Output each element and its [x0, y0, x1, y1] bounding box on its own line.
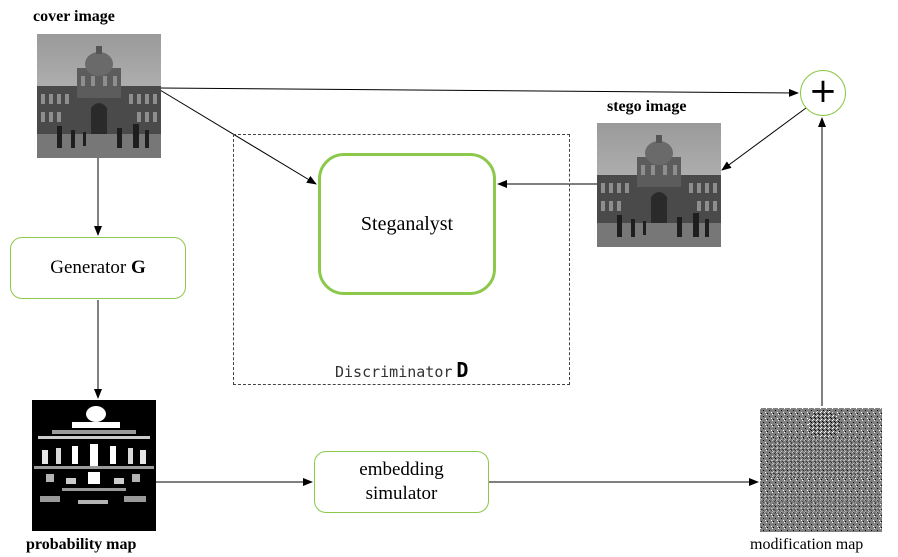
stego-image-label: stego image — [607, 98, 687, 115]
embedding-line1: embedding — [359, 459, 444, 481]
modification-map-image — [760, 408, 882, 532]
embedding-line2: simulator — [365, 483, 438, 504]
discriminator-symbol: D — [456, 358, 469, 382]
embedding-simulator-box: embedding simulator — [314, 451, 489, 513]
cover-image — [37, 34, 161, 158]
generator-label: Generator — [50, 257, 127, 278]
probability-map-image — [32, 400, 156, 531]
generator-box: Generator G — [10, 237, 186, 299]
arrow-cover-to-adder — [159, 87, 799, 97]
discriminator-text: Discriminator — [335, 363, 453, 381]
adder-plus-icon: + — [800, 70, 846, 116]
cover-image-label: cover image — [33, 8, 115, 25]
modification-map-label: modification map — [750, 536, 864, 553]
probability-map-label: probability map — [26, 536, 137, 553]
generator-symbol: G — [130, 257, 146, 278]
arrow-adder-to-stego — [721, 107, 807, 171]
steganalyst-box: Steganalyst — [318, 153, 496, 295]
discriminator-box — [233, 134, 570, 385]
stego-image — [597, 123, 721, 247]
steganalyst-label: Steganalyst — [360, 212, 454, 235]
arrow-cover-to-steganalyst — [159, 89, 317, 185]
